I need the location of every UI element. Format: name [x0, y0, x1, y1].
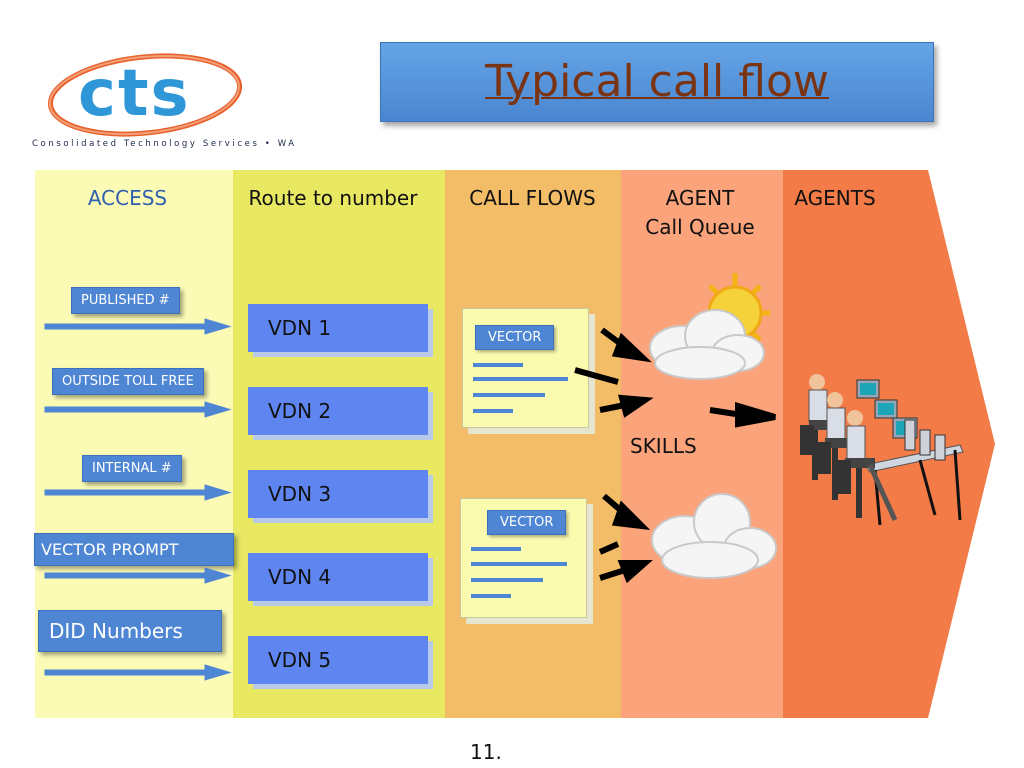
title-banner: Typical call flow: [380, 42, 934, 122]
access-arrows: [44, 318, 232, 681]
arrow-shaft: [599, 402, 626, 413]
vdn-label: VDN 1: [268, 316, 332, 340]
access-label-vector-prompt: VECTOR PROMPT: [34, 533, 234, 566]
cloud-icon: [651, 493, 777, 579]
vector-label: VECTOR: [475, 325, 555, 350]
column-agent-queue-heading: AGENT Call Queue: [630, 186, 770, 239]
agent-queue-heading-line2: Call Queue: [645, 215, 755, 239]
vdn-box: VDN 4: [248, 553, 428, 601]
arrow-outside-toll-free-head: [204, 401, 232, 418]
arrow-internal: [44, 489, 206, 496]
column-call-flows-heading: CALL FLOWS: [469, 186, 596, 210]
arrow-shaft: [599, 567, 626, 581]
cts-logo: cts: [20, 50, 310, 160]
column-access-heading: ACCESS: [87, 186, 168, 210]
access-label-published: PUBLISHED #: [71, 287, 180, 314]
arrow-published: [44, 323, 206, 330]
access-label-internal: INTERNAL #: [82, 455, 182, 482]
arrow-shaft: [574, 367, 619, 385]
arrow-head: [617, 394, 654, 418]
arrow-vector-prompt-head: [204, 567, 232, 584]
call-center-agents-icon: [800, 374, 964, 526]
page-title: Typical call flow: [485, 56, 829, 107]
access-label-outside-toll-free: OUTSIDE TOLL FREE: [52, 368, 204, 395]
arrow-shaft: [598, 541, 620, 555]
access-label-did-numbers: DID Numbers: [38, 610, 222, 652]
vdn-label: VDN 4: [268, 565, 332, 589]
flow-bands: [35, 170, 995, 718]
vdn-box: VDN 2: [248, 387, 428, 435]
arrow-head: [611, 500, 651, 530]
vdn-box: VDN 5: [248, 636, 428, 684]
vdn-label: VDN 2: [268, 399, 332, 423]
arrow-published-head: [204, 318, 232, 335]
arrow-did-numbers: [44, 669, 206, 676]
vdn-box: VDN 1: [248, 304, 428, 352]
column-route-heading: Route to number: [248, 186, 418, 210]
agent-queue-band: [621, 170, 783, 718]
vdn-label: VDN 5: [268, 648, 332, 672]
page-number: 11.: [470, 740, 502, 764]
route-band: [233, 170, 445, 718]
arrow-head: [611, 332, 652, 363]
vector-label: VECTOR: [487, 510, 567, 535]
cts-logo-graphic: cts: [47, 53, 243, 137]
flow-arrows: [574, 327, 776, 584]
call-flows-band: [445, 170, 621, 718]
queue-icons: [649, 273, 777, 579]
skills-label: SKILLS: [630, 434, 697, 458]
arrow-internal-head: [204, 484, 232, 501]
vdn-label: VDN 3: [268, 482, 332, 506]
vdn-box: VDN 3: [248, 470, 428, 518]
arrow-vector-prompt: [44, 572, 206, 579]
logo-tagline: Consolidated Technology Services • WA: [32, 139, 297, 149]
arrow-head: [617, 560, 653, 584]
arrow-head: [735, 401, 776, 428]
agent-queue-heading-line1: AGENT: [665, 186, 735, 210]
cloud-icon: [649, 309, 765, 380]
arrow-outside-toll-free: [44, 406, 206, 413]
agents-band: [783, 170, 995, 718]
arrow-did-numbers-head: [204, 664, 232, 681]
column-agents-heading: AGENTS: [794, 186, 876, 210]
logo-text: cts: [78, 57, 191, 131]
